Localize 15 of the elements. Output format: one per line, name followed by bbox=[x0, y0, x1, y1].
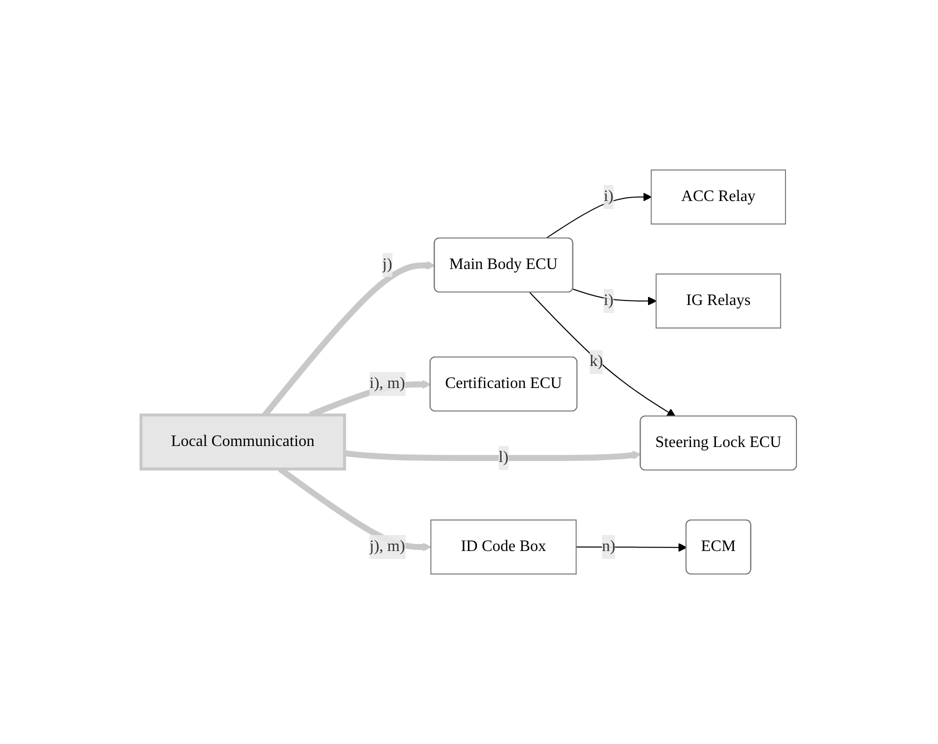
edge-label: n) bbox=[602, 538, 616, 555]
arrow bbox=[576, 543, 688, 552]
arrow bbox=[344, 450, 642, 461]
edge-label: k) bbox=[590, 353, 604, 370]
edge-label: i) bbox=[604, 292, 614, 309]
node-box: ACC Relay bbox=[651, 170, 786, 224]
arrow bbox=[530, 292, 676, 417]
arrow bbox=[546, 192, 652, 239]
edge-label: i), m) bbox=[370, 375, 406, 392]
arrow bbox=[572, 288, 657, 306]
node-box: Local Communication bbox=[140, 414, 346, 470]
edge-label: i) bbox=[604, 188, 614, 205]
edge-label: l) bbox=[498, 449, 509, 466]
node-box: IG Relays bbox=[656, 274, 782, 328]
node-box: ID Code Box bbox=[430, 520, 577, 574]
